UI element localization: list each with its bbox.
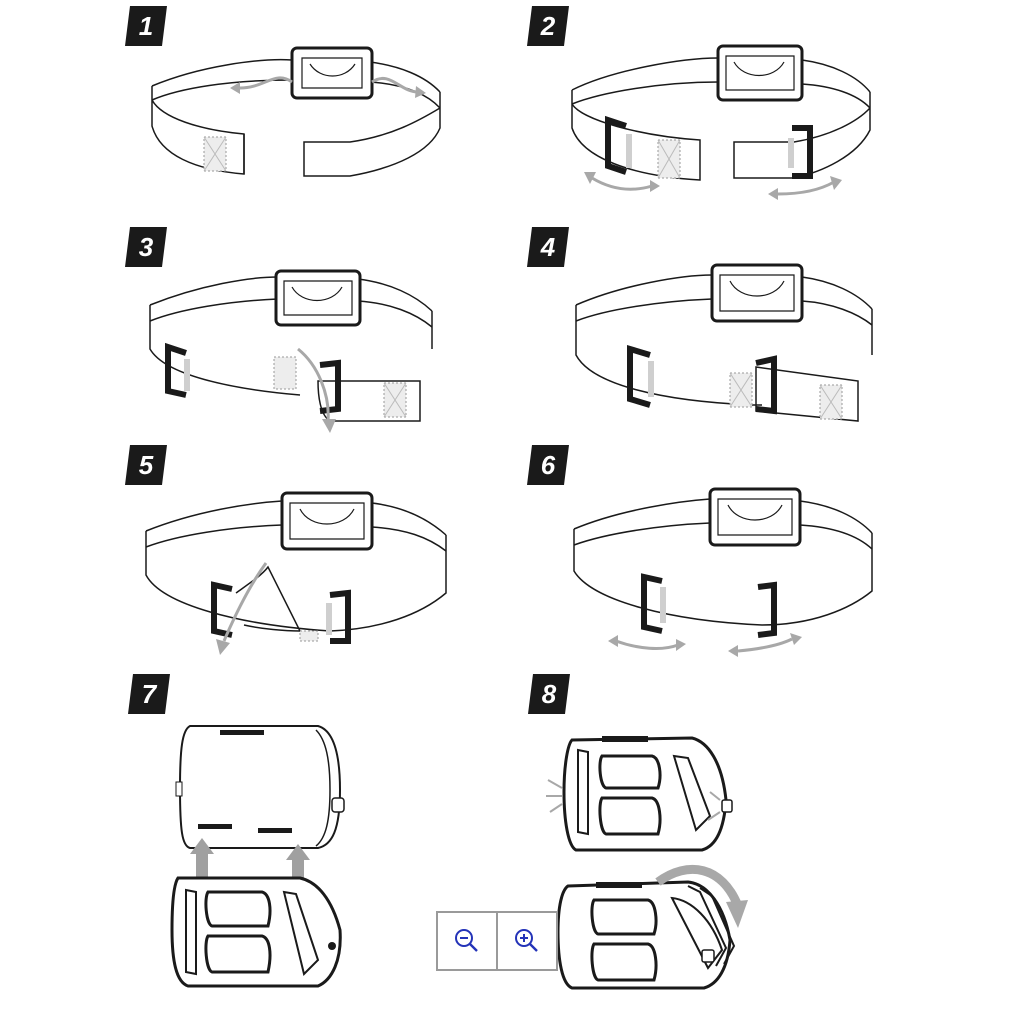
step-6-panel: 6 [512,445,1024,670]
step-3-badge: 3 [125,227,167,267]
step-1-badge: 1 [125,6,167,46]
step-4-number: 4 [540,232,556,262]
zoom-out-button[interactable] [438,913,496,969]
step-6-badge: 6 [527,445,569,485]
step-7-badge: 7 [128,674,170,714]
step-7-panel: 7 [0,670,512,1024]
step-1-illustration [151,46,441,177]
step-3-number: 3 [138,232,154,262]
step-8-badge: 8 [528,674,570,714]
step-4-badge: 4 [527,227,569,267]
step-7-illustration [170,725,345,988]
step-2-illustration [571,44,871,200]
step-8-illustration [546,736,748,990]
zoom-in-icon [515,929,538,952]
step-6-illustration [573,487,873,657]
step-3-illustration [149,269,433,433]
step-5-number: 5 [138,450,154,480]
zoom-out-icon [455,929,478,952]
step-4-panel: 4 [512,225,1024,445]
zoom-controls [436,911,558,971]
step-6-number: 6 [540,450,556,480]
step-5-badge: 5 [125,445,167,485]
zoom-in-button[interactable] [496,913,556,969]
step-8-panel: 8 [512,670,1024,1024]
step-5-panel: 5 [0,445,512,670]
step-1-number: 1 [138,11,154,41]
step-2-badge: 2 [527,6,569,46]
step-3-panel: 3 [0,225,512,445]
step-2-panel: 2 [512,0,1024,225]
step-4-illustration [575,263,873,422]
step-5-illustration [145,491,447,655]
step-7-number: 7 [141,679,157,709]
step-1-panel: 1 [0,0,512,225]
step-2-number: 2 [540,11,556,41]
step-8-number: 8 [541,679,557,709]
